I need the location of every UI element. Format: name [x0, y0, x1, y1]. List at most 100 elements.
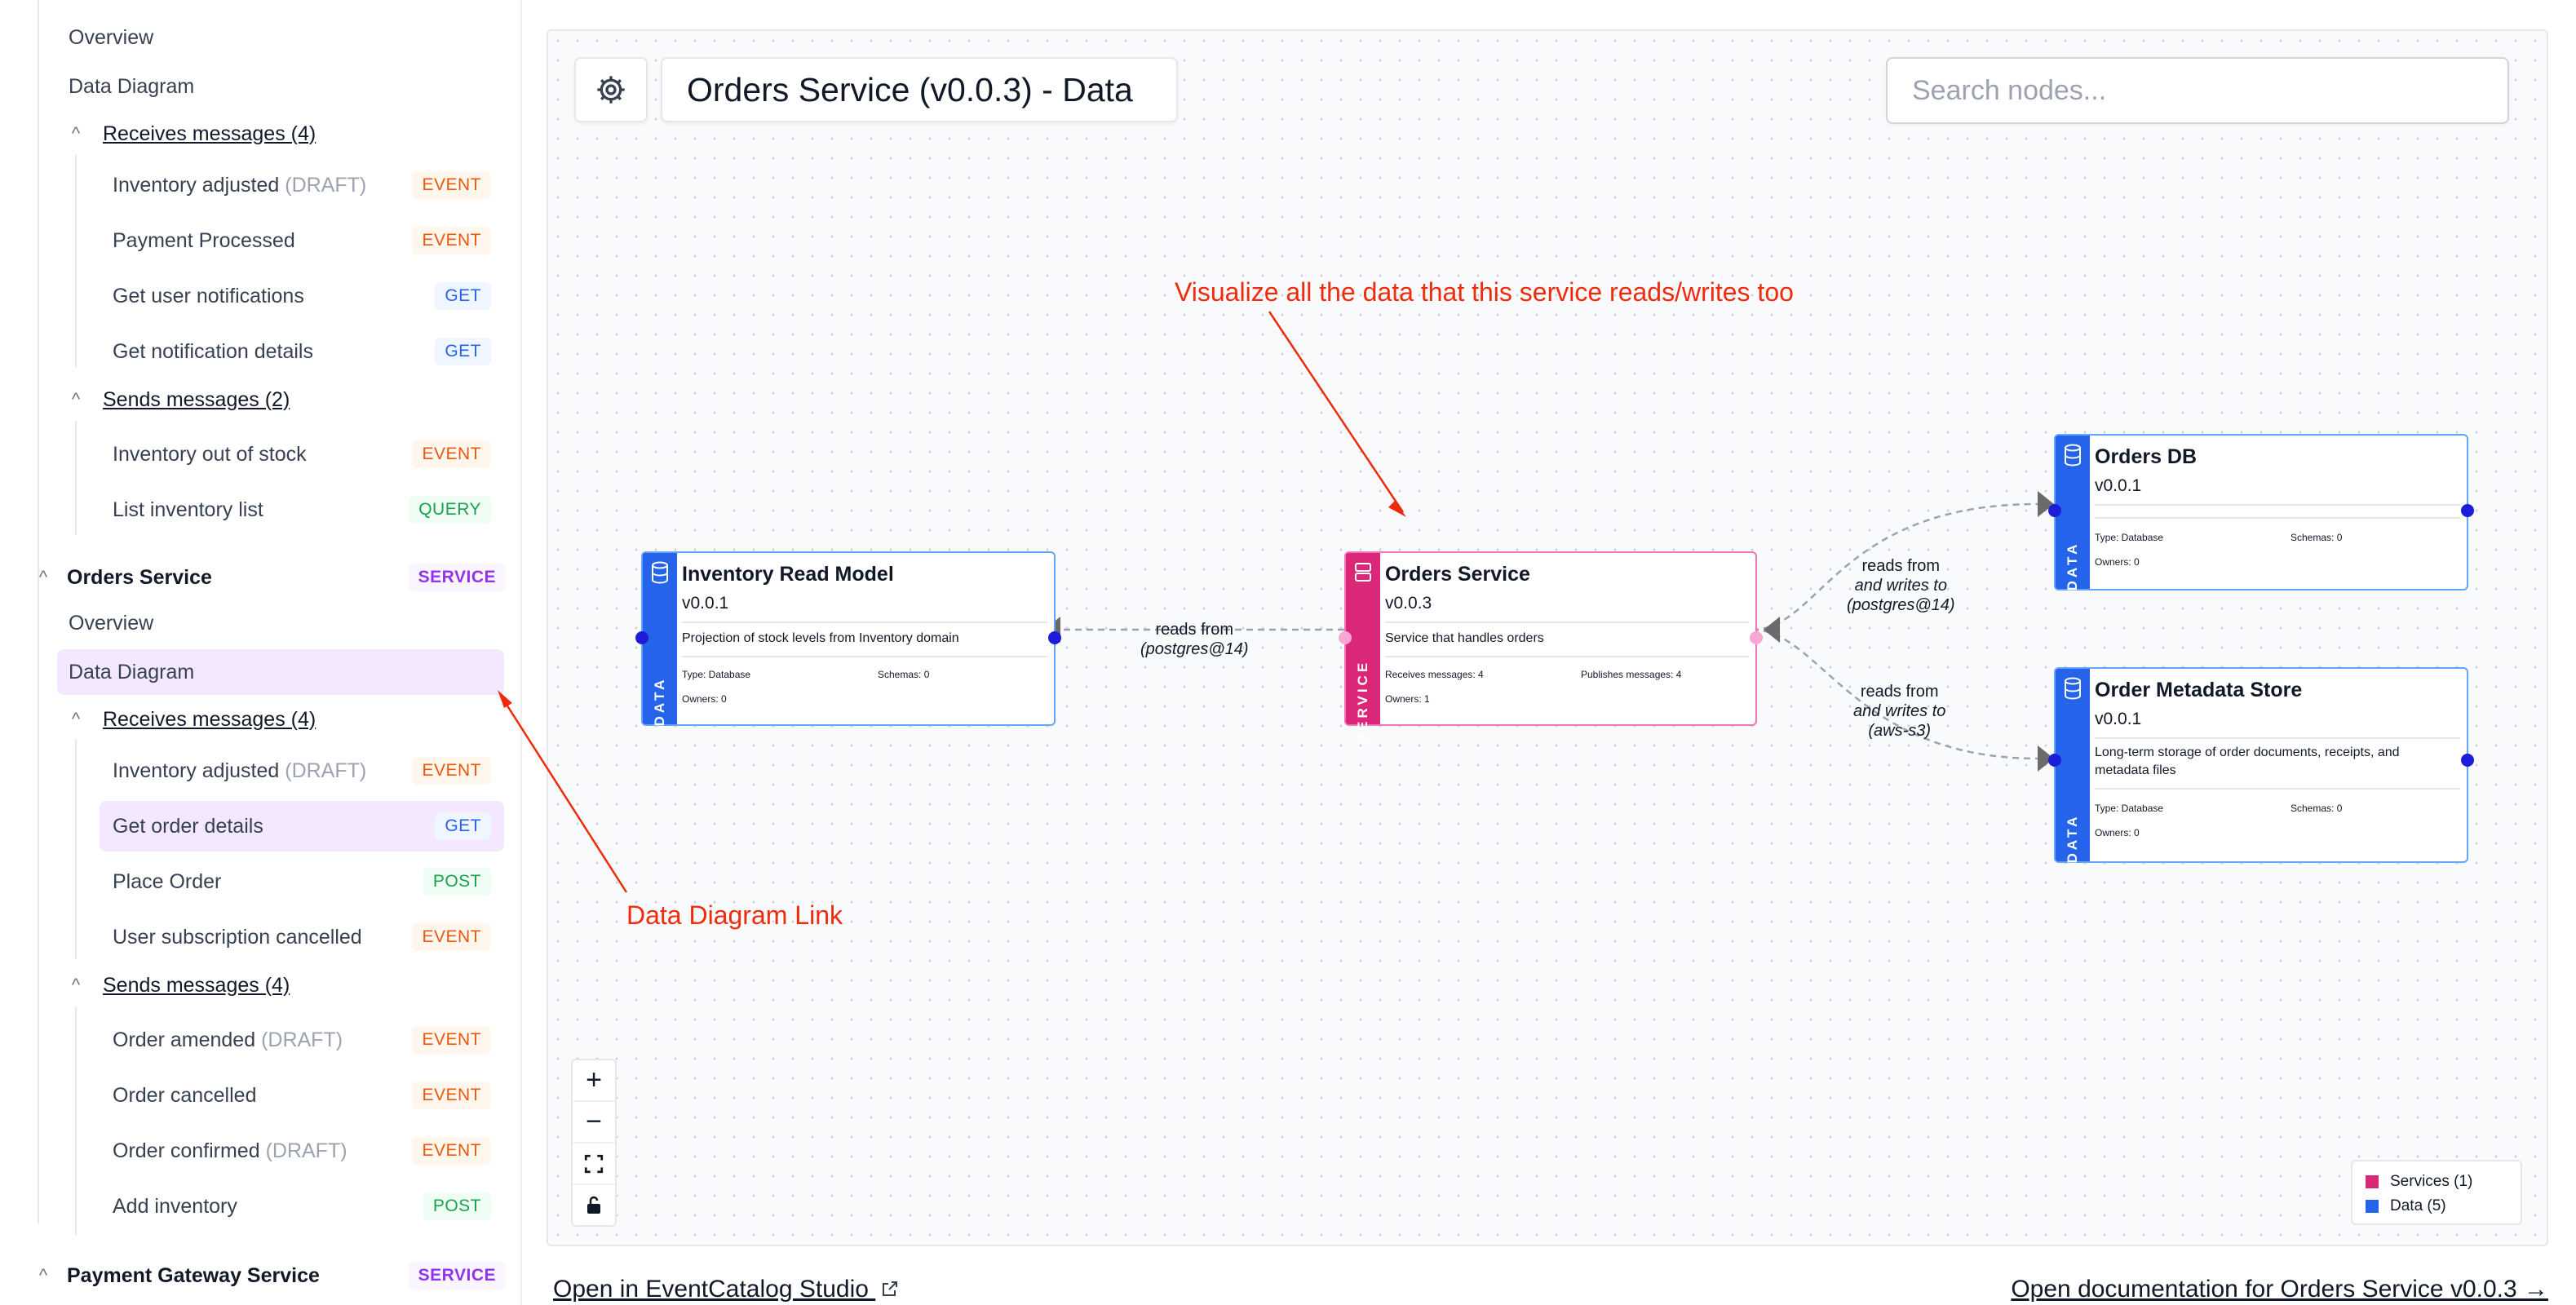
receives-messages-toggle[interactable]: ^ Receives messages (4): [65, 697, 316, 742]
search-nodes-input[interactable]: [1886, 57, 2509, 124]
message-label: Get user notifications: [113, 284, 304, 307]
sidebar-item-data-diagram[interactable]: Data Diagram: [57, 64, 504, 109]
edge-label-orders-db: reads from and writes to (postgres@14): [1847, 556, 1955, 615]
service-badge: SERVICE: [408, 1262, 506, 1290]
settings-button[interactable]: [574, 57, 648, 122]
node-type-strip: SERVICE: [1346, 553, 1380, 743]
divider: [2095, 788, 2460, 790]
sidebar-service-payment-gateway[interactable]: ^Payment Gateway Service SERVICE: [33, 1253, 506, 1298]
node-version: v0.0.1: [2095, 476, 2142, 495]
group-label: Sends messages (4): [103, 973, 290, 997]
edge-label-metadata: reads from and writes to (aws-s3): [1853, 682, 1945, 741]
node-version: v0.0.3: [1385, 594, 1432, 613]
fit-view-icon: [584, 1154, 604, 1173]
open-studio-link[interactable]: Open in EventCatalog Studio: [553, 1276, 900, 1303]
sends-messages-toggle[interactable]: ^ Sends messages (2): [65, 377, 290, 422]
draft-tag: (DRAFT): [265, 1139, 347, 1162]
chevron-up-icon: ^: [38, 1265, 48, 1285]
node-version: v0.0.1: [682, 594, 729, 613]
annotation-text: Visualize all the data that this service…: [1175, 277, 1794, 307]
connection-handle[interactable]: [2461, 754, 2474, 767]
diagram-canvas[interactable]: Orders Service (v0.0.3) - Data reads fro…: [547, 29, 2548, 1246]
sidebar-item-message[interactable]: List inventory list QUERY: [100, 484, 504, 535]
sidebar-item-data-diagram[interactable]: Data Diagram: [57, 649, 504, 695]
sidebar-item-message[interactable]: Inventory out of stock EVENT: [100, 429, 504, 480]
gear-icon: [597, 76, 625, 104]
node-inventory-read-model[interactable]: DATA Inventory Read Model v0.0.1 Project…: [635, 551, 1061, 726]
sidebar-item-message[interactable]: Inventory adjusted (DRAFT) EVENT: [100, 745, 504, 796]
legend-label: Data (5): [2390, 1197, 2446, 1214]
sends-messages-toggle[interactable]: ^ Sends messages (4): [65, 962, 290, 1008]
sidebar-item-message[interactable]: Get order details GET: [100, 801, 504, 852]
receives-messages-toggle[interactable]: ^ Receives messages (4): [65, 111, 316, 157]
tree-line: [75, 739, 77, 959]
draft-tag: (DRAFT): [285, 173, 367, 197]
node-type-strip: DATA: [2056, 436, 2090, 591]
edge-label-line: reads from: [1861, 557, 1941, 575]
tree-line: [75, 155, 77, 367]
node-orders-service[interactable]: SERVICE Orders Service v0.0.3 Service th…: [1339, 551, 1763, 743]
message-type-badge: POST: [423, 1192, 491, 1220]
lock-icon: [587, 1196, 600, 1214]
sidebar-item-label: Data Diagram: [69, 660, 195, 683]
message-label: Get notification details: [113, 339, 313, 363]
sidebar-item-message[interactable]: Inventory adjusted (DRAFT) EVENT: [100, 160, 504, 210]
sidebar-item-message[interactable]: Get notification details GET: [100, 326, 504, 377]
divider: [1385, 622, 1749, 623]
message-type-badge: QUERY: [409, 496, 491, 524]
sidebar-item-overview[interactable]: Overview: [57, 600, 504, 646]
fit-view-button[interactable]: [573, 1144, 615, 1185]
sidebar-item-message[interactable]: Order amended (DRAFT) EVENT: [100, 1015, 504, 1065]
zoom-out-button[interactable]: −: [573, 1102, 615, 1144]
chevron-up-icon: ^: [38, 567, 48, 587]
diagram-title-text: Orders Service (v0.0.3) - Data: [687, 70, 1133, 108]
node-order-metadata-store[interactable]: DATA Order Metadata Store v0.0.1 Long-te…: [2048, 667, 2474, 863]
connection-handle[interactable]: [1750, 631, 1763, 644]
edge-label-inventory: reads from (postgres@14): [1140, 620, 1249, 659]
node-orders-db[interactable]: DATA Orders DB v0.0.1 Type: Database Sch…: [2048, 434, 2474, 591]
legend-label: Services (1): [2390, 1173, 2473, 1190]
node-schemas-meta: Schemas: 0: [2291, 803, 2343, 814]
open-documentation-link[interactable]: Open documentation for Orders Service v0…: [2011, 1276, 2548, 1303]
divider: [1385, 656, 1749, 657]
arrowhead: [1764, 617, 1780, 643]
sidebar-item-message[interactable]: User subscription cancelled EVENT: [100, 912, 504, 962]
database-icon: [2065, 444, 2081, 467]
sidebar-item-overview[interactable]: Overview: [57, 15, 504, 60]
group-label: Receives messages (4): [103, 707, 316, 731]
message-label: Order cancelled: [113, 1083, 257, 1107]
edge-label-line: (aws-s3): [1868, 722, 1932, 740]
message-label: Inventory adjusted: [113, 759, 280, 782]
sidebar-item-message[interactable]: Order cancelled EVENT: [100, 1070, 504, 1121]
message-label: Get order details: [113, 814, 263, 838]
sidebar-item-message[interactable]: Payment Processed EVENT: [100, 215, 504, 266]
sidebar-item-message[interactable]: Add inventory POST: [100, 1181, 504, 1232]
sidebar-item-label: Data Diagram: [69, 74, 195, 98]
group-label: Sends messages (2): [103, 387, 290, 411]
sidebar-item-message[interactable]: Get user notifications GET: [100, 271, 504, 321]
sidebar-service-orders[interactable]: ^Orders Service SERVICE: [33, 555, 506, 600]
connection-handle[interactable]: [2461, 504, 2474, 517]
external-link-icon: [883, 1281, 898, 1296]
lock-button[interactable]: [573, 1185, 615, 1225]
connection-handle[interactable]: [1339, 631, 1352, 644]
message-label: User subscription cancelled: [113, 925, 362, 949]
node-receives-meta: Receives messages: 4: [1385, 669, 1484, 680]
connection-handle[interactable]: [1048, 631, 1061, 644]
chevron-up-icon: ^: [71, 709, 81, 729]
connection-handle[interactable]: [635, 631, 648, 644]
legend-item: Data (5): [2366, 1194, 2507, 1219]
connection-handle[interactable]: [2048, 504, 2061, 517]
node-name: Order Metadata Store: [2095, 679, 2303, 701]
tree-line: [75, 1006, 77, 1235]
diagram-title: Orders Service (v0.0.3) - Data: [661, 57, 1178, 122]
connection-handle[interactable]: [2048, 754, 2061, 767]
zoom-in-button[interactable]: +: [573, 1060, 615, 1102]
node-type-label: DATA: [2065, 541, 2080, 591]
chevron-up-icon: ^: [71, 975, 81, 995]
database-icon: [2065, 677, 2081, 700]
minus-icon: −: [586, 1106, 602, 1137]
sidebar-item-message[interactable]: Order confirmed (DRAFT) EVENT: [100, 1126, 504, 1176]
group-label: Receives messages (4): [103, 122, 316, 145]
sidebar-item-message[interactable]: Place Order POST: [100, 856, 504, 907]
